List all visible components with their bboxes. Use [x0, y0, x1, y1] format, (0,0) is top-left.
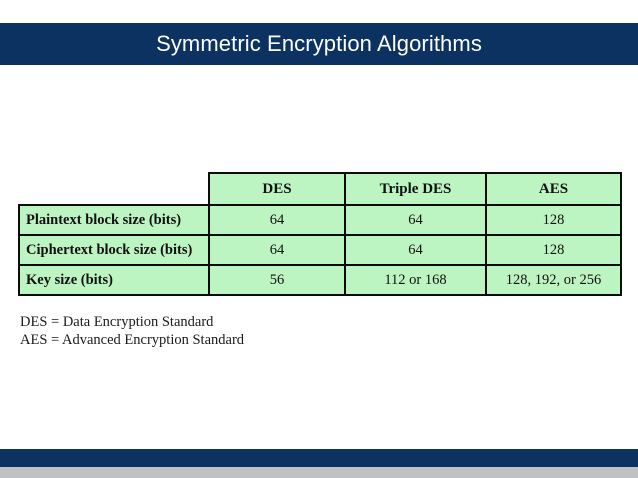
column-header-triple-des: Triple DES — [344, 172, 487, 206]
table-row: Key size (bits) 56 112 or 168 128, 192, … — [18, 264, 622, 296]
footer-accent-strip — [0, 467, 638, 478]
cell-ciphertext-aes: 128 — [485, 234, 622, 266]
row-label-plaintext-block-size: Plaintext block size (bits) — [18, 204, 210, 236]
cell-key-size-triple-des: 112 or 168 — [344, 264, 487, 296]
table-row: Plaintext block size (bits) 64 64 128 — [18, 204, 622, 236]
cell-ciphertext-triple-des: 64 — [344, 234, 487, 266]
legend-item-des: DES = Data Encryption Standard — [20, 314, 214, 330]
table-corner-cell — [19, 173, 209, 205]
legend-item-aes: AES = Advanced Encryption Standard — [20, 332, 245, 348]
footer-banner — [0, 449, 638, 467]
comparison-table-container: DES Triple DES AES Plaintext block size … — [18, 172, 622, 296]
table-header-row: DES Triple DES AES — [19, 172, 622, 206]
legend-block: DES = Data Encryption Standard AES = Adv… — [20, 313, 244, 349]
title-banner: Symmetric Encryption Algorithms — [0, 23, 638, 65]
cell-plaintext-triple-des: 64 — [344, 204, 487, 236]
table-row: Ciphertext block size (bits) 64 64 128 — [18, 234, 622, 266]
page-title: Symmetric Encryption Algorithms — [156, 31, 482, 56]
row-label-key-size: Key size (bits) — [18, 264, 210, 296]
symmetric-algorithms-table: DES Triple DES AES Plaintext block size … — [18, 172, 622, 296]
column-header-aes: AES — [485, 172, 622, 206]
column-header-des: DES — [208, 172, 346, 206]
cell-key-size-des: 56 — [208, 264, 346, 296]
cell-key-size-aes: 128, 192, or 256 — [485, 264, 622, 296]
cell-plaintext-des: 64 — [208, 204, 346, 236]
cell-plaintext-aes: 128 — [485, 204, 622, 236]
row-label-ciphertext-block-size: Ciphertext block size (bits) — [18, 234, 210, 266]
cell-ciphertext-des: 64 — [208, 234, 346, 266]
